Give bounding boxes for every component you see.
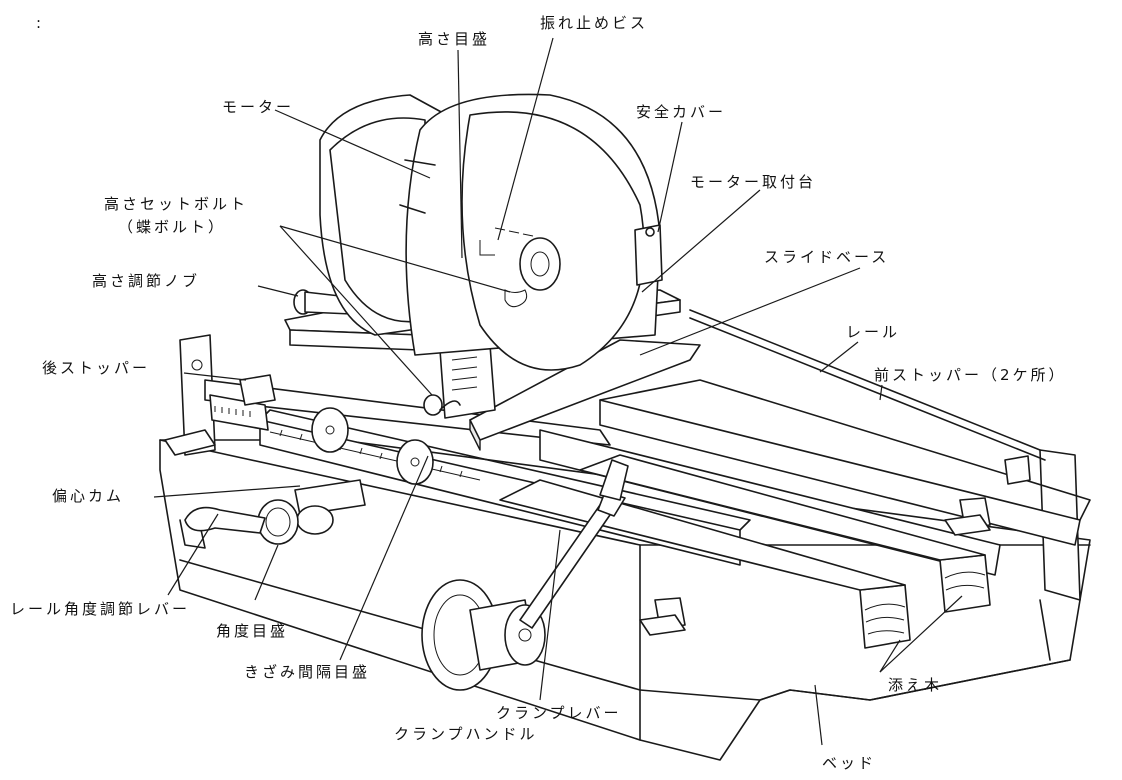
label-clamp-lever: クランプレバー — [496, 704, 622, 722]
clamp-lever-drawing — [519, 459, 629, 629]
label-safety-cover: 安全カバー — [636, 103, 727, 121]
left-end-plate-drawing — [164, 334, 216, 456]
label-height-scale: 高さ目盛 — [418, 30, 491, 48]
stoppers-drawing — [239, 374, 1031, 636]
label-notch-interval-scale: きざみ間隔目盛 — [244, 663, 371, 681]
label-height-set-bolt-sub: （蝶ボルト） — [118, 218, 227, 236]
label-height-set-bolt: 高さセットボルト — [104, 195, 249, 213]
motor-cover-drawing — [319, 93, 663, 371]
label-support-wood: 添え木 — [888, 676, 943, 694]
label-rail-angle-lever: レール角度調節レバー — [10, 600, 191, 618]
rollers-drawing — [294, 407, 434, 535]
label-clamp-handle: クランプハンドル — [394, 725, 538, 743]
label-rear-stopper: 後ストッパー — [42, 359, 151, 377]
label-front-stopper: 前ストッパー（2ケ所） — [874, 366, 1067, 384]
label-bed: ベッド — [822, 754, 877, 772]
clamp-handle-drawing — [421, 579, 546, 691]
label-height-knob: 高さ調節ノブ — [92, 272, 201, 290]
label-slide-base: スライドベース — [764, 248, 890, 266]
angle-knob-drawing — [184, 499, 299, 545]
leader-lines — [153, 37, 963, 746]
label-eccentric-cam: 偏心カム — [52, 487, 125, 505]
label-anti-vibration-screw: 振れ止めビス — [540, 14, 649, 32]
corner-mark: : — [36, 14, 42, 32]
label-angle-scale: 角度目盛 — [216, 622, 289, 640]
label-motor-mount: モーター取付台 — [690, 173, 817, 191]
label-motor: モーター — [222, 98, 295, 116]
label-rail: レール — [846, 323, 901, 341]
